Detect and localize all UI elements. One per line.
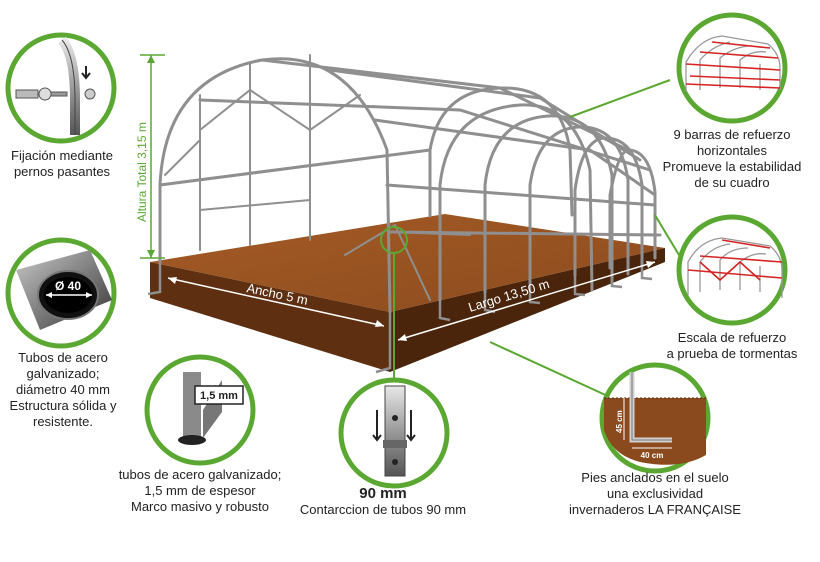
anchors-caption-line: Pies anclados en el suelo [581,470,729,485]
tube90-caption-line: Contarccion de tubos 90 mm [299,502,467,517]
bars-caption-line: Promueve la estabilidad [662,159,802,174]
tube90-caption: 90 mm Contarccion de tubos 90 mm [288,486,478,518]
height-label: Altura Total 3,15 m [135,122,149,222]
leader-anchors [489,341,613,399]
storm-detail [676,214,788,326]
thickness-detail: 1,5 mm [144,354,256,466]
tube40-caption-line: Estructura sólida y [9,398,117,413]
bars-caption-line: de su cuadro [694,175,770,190]
thickness-caption-line: tubos de acero galvanizado; [118,467,282,482]
tube40-detail: Ø 40 [5,237,117,349]
tube40-badge: Ø 40 [55,279,81,293]
storm-caption-line: Escala de refuerzo [677,330,787,345]
bars-caption: 9 barras de refuerzo horizontales Promue… [646,127,818,191]
bars-detail [676,12,788,124]
thickness-badge: 1,5 mm [200,390,238,402]
anchor-width-label: 40 cm [641,451,664,460]
bolts-detail [5,32,117,144]
bars-caption-line: horizontales [696,143,768,158]
thickness-caption-line: Marco masivo y robusto [131,499,269,514]
tube90-title: 90 mm [359,485,407,502]
greenhouse-frame [158,54,662,314]
height-dimension: Altura Total 3,15 m [135,54,165,259]
tube40-caption-line: resistente. [33,414,93,429]
bolts-caption-line: pernos pasantes [13,164,111,179]
soil-bed [150,214,665,372]
thickness-caption-line: 1,5 mm de espesor [144,483,256,498]
storm-caption-line: a prueba de tormentas [666,346,798,361]
storm-caption: Escala de refuerzo a prueba de tormentas [646,330,818,362]
tube40-caption-line: Tubos de acero [18,350,108,365]
tube40-caption: Tubos de acero galvanizado; diámetro 40 … [0,350,126,430]
bolts-caption: Fijación mediante pernos pasantes [2,148,122,180]
leader-storm [654,214,683,261]
anchors-caption: Pies anclados en el suelo una exclusivid… [542,470,768,518]
front-base-highlight [380,226,408,385]
anchors-detail: 45 cm 40 cm [599,362,711,474]
leader-bars [569,79,671,118]
anchor-depth-label: 45 cm [615,410,624,433]
anchors-caption-line: invernaderos LA FRANÇAISE [569,502,741,517]
thickness-caption: tubos de acero galvanizado; 1,5 mm de es… [108,467,292,515]
bars-caption-line: 9 barras de refuerzo [673,127,791,142]
tube40-caption-line: galvanizado; [26,366,100,381]
bolts-caption-line: Fijación mediante [11,148,113,163]
tube90-detail [338,377,450,489]
anchors-caption-line: una exclusividad [606,486,704,501]
tube40-caption-line: diámetro 40 mm [16,382,110,397]
